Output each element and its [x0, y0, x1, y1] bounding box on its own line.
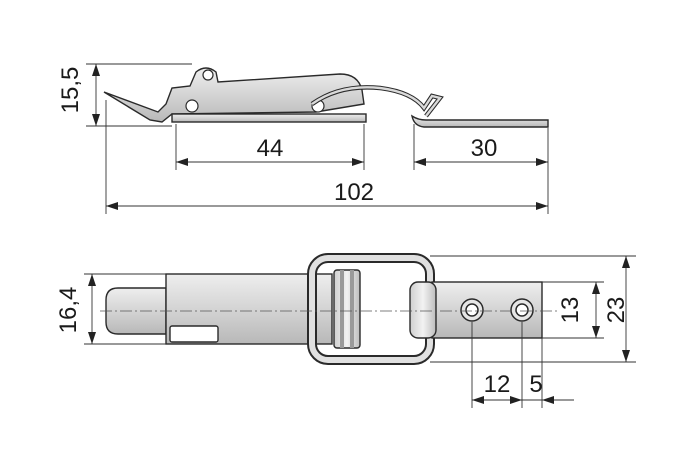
side-hook-lever — [103, 67, 365, 123]
top-body-slot — [169, 325, 219, 343]
side-view — [103, 67, 549, 128]
top-plate-height-label: 23 — [603, 297, 630, 324]
top-view — [100, 253, 560, 365]
top-hole-edge-label: 5 — [529, 371, 542, 398]
side-base-plate — [171, 113, 367, 123]
side-lever-eyelet — [202, 69, 214, 81]
top-hole-spacing-label: 13 — [557, 297, 584, 324]
top-hole-pitch-label: 12 — [484, 371, 511, 398]
top-bolt-height-label: 16,4 — [55, 287, 82, 334]
top-dimensions: 16,4 13 23 12 5 — [55, 255, 636, 408]
side-height-label: 15,5 — [57, 67, 84, 114]
top-bail-end — [409, 281, 437, 339]
side-strike-length-label: 30 — [471, 135, 498, 162]
side-strike-plate — [410, 114, 549, 128]
side-hook-length-label: 44 — [257, 135, 284, 162]
side-total-length-label: 102 — [334, 179, 374, 206]
side-dimensions: 15,5 44 30 102 — [57, 63, 549, 214]
side-pivot-rivet — [185, 99, 199, 113]
top-hinge-barrel — [333, 269, 361, 349]
